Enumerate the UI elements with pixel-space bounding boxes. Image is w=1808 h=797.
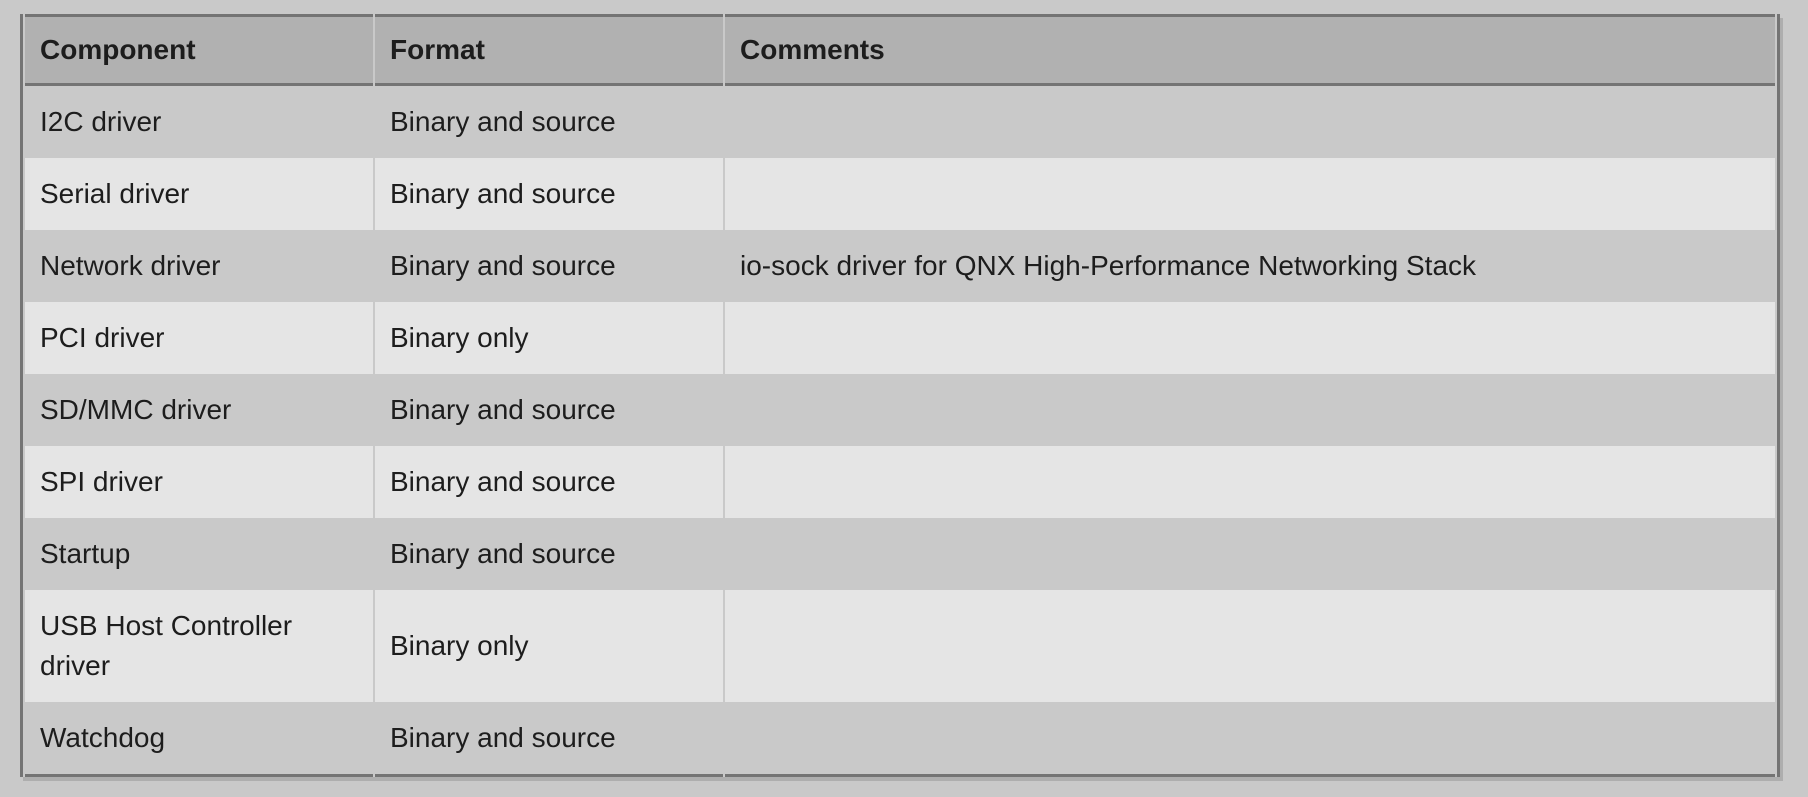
component-cell: PCI driver [25, 302, 373, 374]
component-cell: Network driver [25, 230, 373, 302]
comments-cell [725, 302, 1775, 374]
format-cell: Binary and source [375, 518, 723, 590]
table-row: Network driver Binary and source io-sock… [25, 230, 1775, 302]
comments-cell: io-sock driver for QNX High-Performance … [725, 230, 1775, 302]
format-cell: Binary and source [375, 374, 723, 446]
column-header-component: Component [25, 14, 373, 86]
format-cell: Binary and source [375, 158, 723, 230]
table-row: SPI driver Binary and source [25, 446, 1775, 518]
table-header-row: Component Format Comments [25, 14, 1775, 86]
component-table-container: Component Format Comments I2C driver Bin… [20, 14, 1780, 777]
table-body: I2C driver Binary and source Serial driv… [25, 86, 1775, 777]
table-row: Startup Binary and source [25, 518, 1775, 590]
component-format-table: Component Format Comments I2C driver Bin… [20, 14, 1780, 777]
format-cell: Binary only [375, 590, 723, 702]
component-cell: Serial driver [25, 158, 373, 230]
table-row: Watchdog Binary and source [25, 702, 1775, 777]
format-cell: Binary and source [375, 702, 723, 777]
component-cell: USB Host Controller driver [25, 590, 373, 702]
comments-cell [725, 158, 1775, 230]
comments-cell [725, 374, 1775, 446]
component-cell: Watchdog [25, 702, 373, 777]
comments-cell [725, 446, 1775, 518]
column-header-format: Format [375, 14, 723, 86]
format-cell: Binary only [375, 302, 723, 374]
component-cell: SD/MMC driver [25, 374, 373, 446]
comments-cell [725, 518, 1775, 590]
comments-cell [725, 590, 1775, 702]
table-row: Serial driver Binary and source [25, 158, 1775, 230]
component-cell: I2C driver [25, 86, 373, 158]
format-cell: Binary and source [375, 230, 723, 302]
component-cell: SPI driver [25, 446, 373, 518]
format-cell: Binary and source [375, 86, 723, 158]
table-row: USB Host Controller driver Binary only [25, 590, 1775, 702]
column-header-comments: Comments [725, 14, 1775, 86]
component-cell: Startup [25, 518, 373, 590]
table-row: SD/MMC driver Binary and source [25, 374, 1775, 446]
table-row: PCI driver Binary only [25, 302, 1775, 374]
table-row: I2C driver Binary and source [25, 86, 1775, 158]
comments-cell [725, 86, 1775, 158]
comments-cell [725, 702, 1775, 777]
format-cell: Binary and source [375, 446, 723, 518]
